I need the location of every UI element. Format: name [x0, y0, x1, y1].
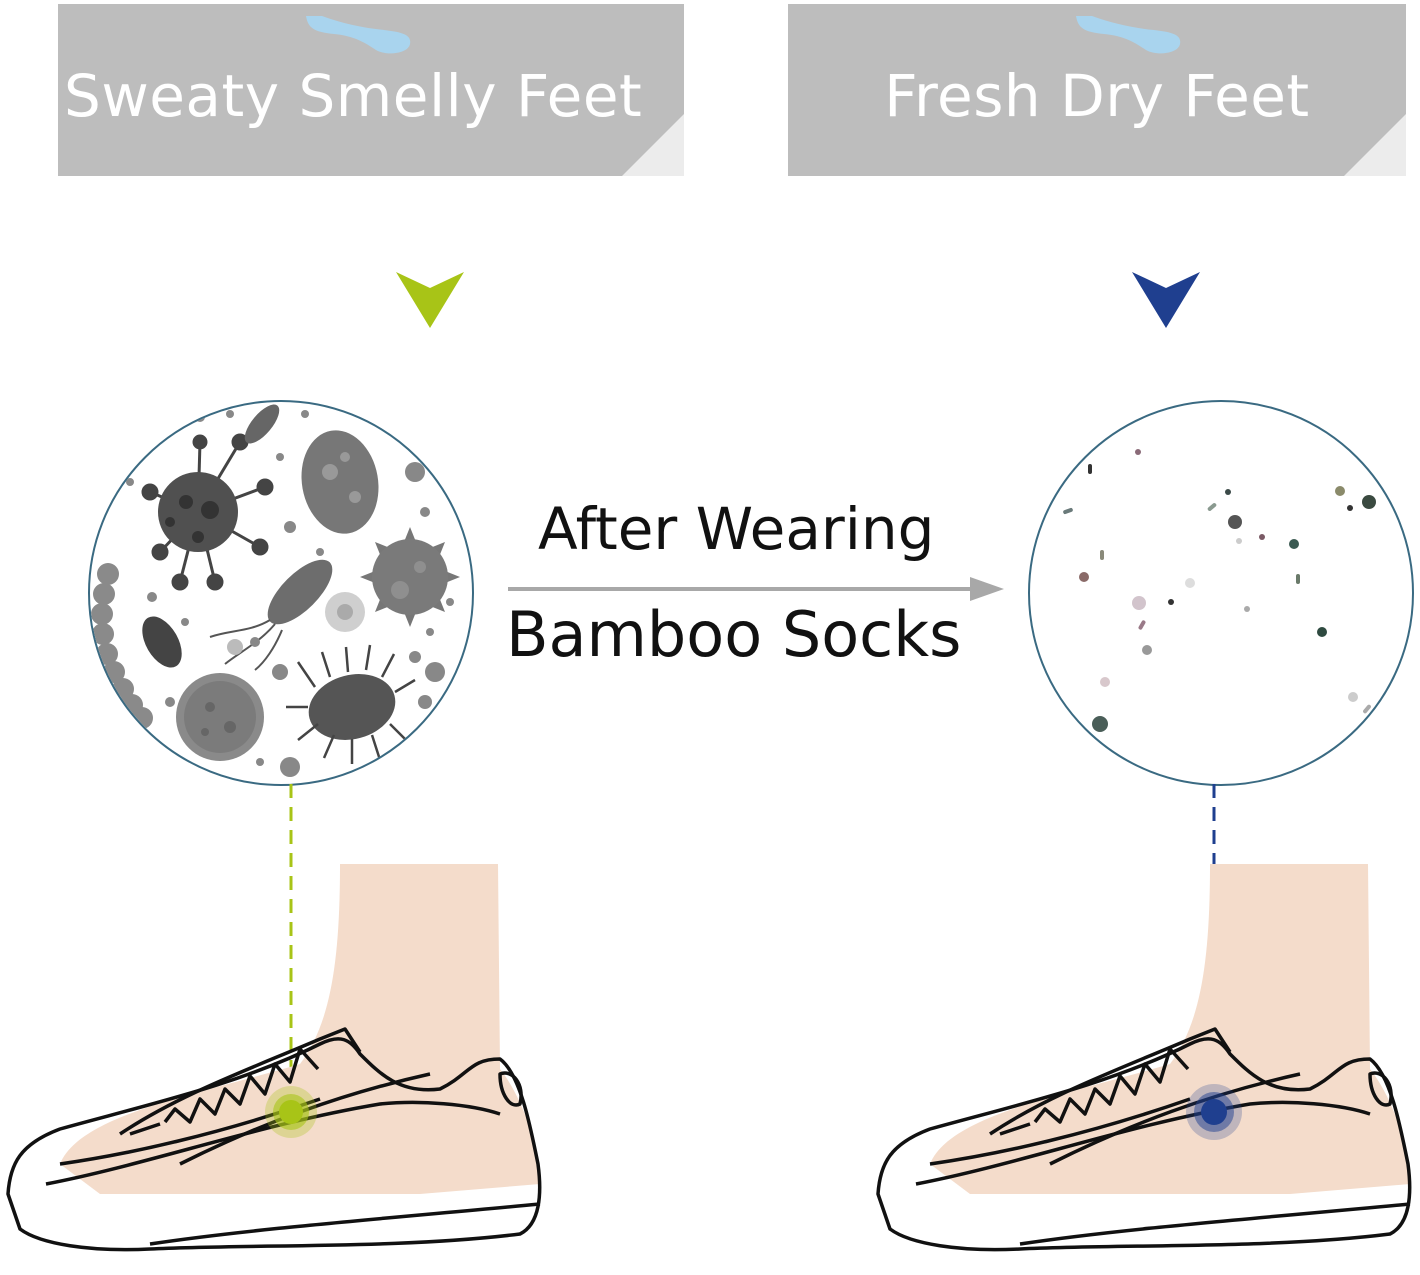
banner-title: Fresh Dry Feet — [884, 62, 1310, 130]
page-fold-corner — [1344, 114, 1406, 176]
blue-marker-dot — [1201, 1099, 1227, 1125]
bacteria-virus-illustration — [91, 404, 460, 777]
germs-magnified-circle — [88, 400, 474, 786]
right-foot-in-sneaker — [876, 864, 1412, 1252]
page-fold-corner — [622, 114, 684, 176]
sock-icon — [1076, 16, 1181, 54]
bamboo-socks-label: Bamboo Socks — [506, 598, 962, 671]
few-particles-illustration — [1063, 449, 1376, 732]
green-marker-dot — [279, 1100, 303, 1124]
sock-icon — [306, 16, 411, 54]
banner-sweaty-smelly-feet: Sweaty Smelly Feet — [58, 4, 684, 176]
left-foot-in-sneaker — [6, 864, 542, 1252]
clean-magnified-circle — [1028, 400, 1414, 786]
green-dashed-connector — [289, 784, 293, 1114]
banner-fresh-dry-feet: Fresh Dry Feet — [788, 4, 1406, 176]
green-arrow-down-icon — [396, 272, 464, 328]
streptococcus-chain-icon — [91, 563, 153, 729]
after-wearing-label: After Wearing — [538, 495, 935, 563]
right-arrow-icon — [508, 577, 1004, 601]
banner-title: Sweaty Smelly Feet — [64, 62, 643, 130]
blue-arrow-down-icon — [1132, 272, 1200, 328]
